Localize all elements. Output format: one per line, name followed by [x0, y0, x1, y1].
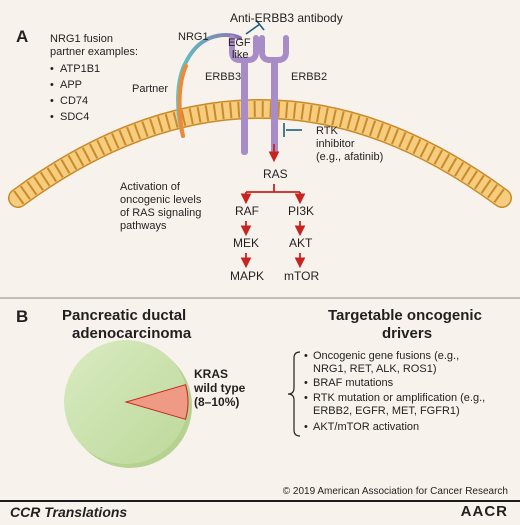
activation-line-3: of RAS signaling — [120, 207, 201, 219]
partner-label: Partner — [132, 83, 168, 95]
rtk-label-1: RTK — [316, 125, 338, 137]
fusion-bullet: • — [50, 95, 54, 107]
fusion-bullet: • — [50, 79, 54, 91]
driver-bullet: • — [304, 377, 308, 389]
kras-label-3: (8–10%) — [194, 395, 239, 409]
mapk-label: MAPK — [230, 269, 264, 283]
driver-item-line: BRAF mutations — [313, 377, 394, 389]
mek-label: MEK — [233, 236, 259, 250]
drivers-title-2: drivers — [382, 325, 432, 342]
erbb2-label: ERBB2 — [291, 71, 327, 83]
driver-item-line: ERBB2, EGFR, MET, FGFR1) — [313, 405, 460, 417]
fusion-bullet: • — [50, 111, 54, 123]
driver-bullet: • — [304, 421, 308, 433]
antibody-inhibitor-line — [245, 19, 265, 35]
kras-pie-chart — [64, 340, 192, 468]
driver-bullet: • — [304, 350, 308, 362]
mtor-label: mTOR — [284, 269, 319, 283]
panel-b-label: B — [16, 307, 28, 326]
akt-label: AKT — [289, 236, 313, 250]
raf-label: RAF — [235, 204, 259, 218]
fusion-partner-item: CD74 — [60, 95, 88, 107]
partner-strand — [177, 64, 188, 138]
pdac-title-2: adenocarcinoma — [72, 325, 192, 342]
fusion-title-2: partner examples: — [50, 46, 138, 58]
footer-bar — [0, 500, 520, 525]
nrg1-label: NRG1 — [178, 31, 209, 43]
activation-line-4: pathways — [120, 220, 167, 232]
fusion-partner-list: • ATP1B1 • APP • CD74 • SDC4 — [50, 63, 100, 123]
pdac-title-1: Pancreatic ductal — [62, 307, 186, 324]
erbb3-receptor — [229, 35, 259, 155]
figure-diagram: A Anti-ERBB3 antibody NRG1 EGF like Part… — [0, 11, 520, 497]
activation-line-2: oncogenic levels — [120, 194, 202, 206]
erbb2-receptor — [259, 35, 289, 155]
antibody-label: Anti-ERBB3 antibody — [230, 11, 343, 25]
driver-item-line: RTK mutation or amplification (e.g., — [313, 392, 485, 404]
driver-bullet: • — [304, 392, 308, 404]
rtk-label-2: inhibitor — [316, 138, 355, 150]
pi3k-label: PI3K — [288, 204, 314, 218]
rtk-inhibitor-line — [283, 123, 302, 137]
footer-divider — [0, 500, 520, 502]
erbb3-label: ERBB3 — [205, 71, 241, 83]
fusion-bullet: • — [50, 63, 54, 75]
kras-label-2: wild type — [193, 381, 246, 395]
egf-label-2: like — [232, 49, 249, 61]
egf-label-1: EGF — [228, 37, 251, 49]
activation-line-1: Activation of — [120, 181, 181, 193]
fusion-title-1: NRG1 fusion — [50, 33, 113, 45]
fusion-partner-item: ATP1B1 — [60, 63, 100, 75]
driver-item-line: AKT/mTOR activation — [313, 421, 419, 433]
cell-membrane — [8, 99, 512, 208]
rtk-label-3: (e.g., afatinib) — [316, 151, 383, 163]
drivers-brace — [287, 351, 301, 437]
panel-a-label: A — [16, 27, 28, 46]
drivers-list: • Oncogenic gene fusions (e.g., NRG1, RE… — [304, 350, 485, 433]
fusion-partner-item: SDC4 — [60, 111, 89, 123]
signaling-arrows — [240, 144, 306, 269]
journal-name: CCR Translations — [10, 504, 128, 520]
ras-label: RAS — [263, 167, 288, 181]
publisher-logo: AACR — [460, 503, 508, 520]
pie-kras-wildtype-slice — [124, 384, 189, 420]
driver-item-line: Oncogenic gene fusions (e.g., — [313, 350, 459, 362]
drivers-title-1: Targetable oncogenic — [328, 307, 482, 324]
fusion-partner-item: APP — [60, 79, 82, 91]
driver-item-line: NRG1, RET, ALK, ROS1) — [313, 363, 436, 375]
copyright: © 2019 American Association for Cancer R… — [283, 486, 508, 497]
kras-label-1: KRAS — [194, 367, 228, 381]
